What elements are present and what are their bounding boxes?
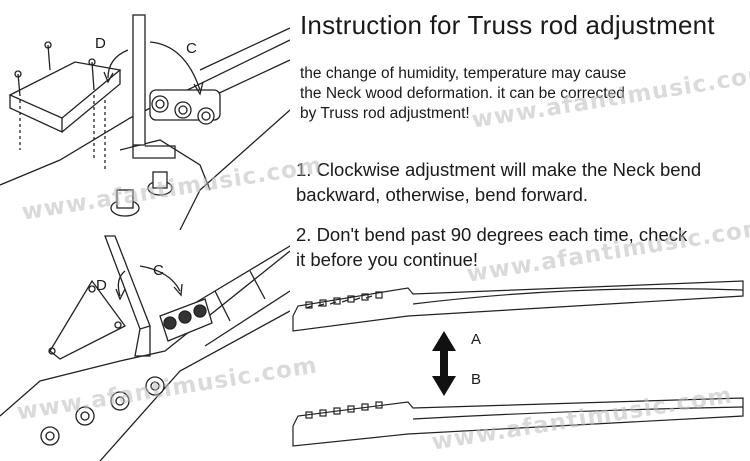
bend-arrow [432, 331, 456, 396]
label-a: A [471, 331, 482, 348]
step-2: 2. Don't bend past 90 degrees each time,… [296, 222, 746, 272]
label-c-top: C [186, 40, 197, 57]
page-title: Instruction for Truss rod adjustment [300, 10, 715, 40]
label-d-top: D [95, 35, 106, 52]
step-2-line-1: 2. Don't bend past 90 degrees each time,… [296, 224, 688, 245]
label-b: B [471, 371, 482, 388]
headstock-illustration-bottom [0, 235, 290, 461]
neck-bend-diagram [292, 280, 744, 447]
tuner-row-lower [305, 401, 383, 419]
neck-upper [292, 280, 744, 332]
intro-line: by Truss rod adjustment! [300, 105, 470, 122]
intro-text: the change of humidity, temperature may … [300, 64, 740, 124]
step-1-line-2: backward, otherwise, bend forward. [296, 184, 589, 205]
headstock-illustration-top [0, 14, 290, 230]
label-c-bottom: C [153, 262, 164, 279]
tuner-row-upper [305, 291, 383, 309]
intro-line: the Neck wood deformation. it can be cor… [300, 85, 625, 102]
intro-line: the change of humidity, temperature may … [300, 65, 627, 82]
label-d-bottom: D [96, 277, 107, 294]
step-1-line-1: 1. Clockwise adjustment will make the Ne… [296, 159, 702, 180]
step-1: 1. Clockwise adjustment will make the Ne… [296, 157, 746, 207]
step-2-line-2: it before you continue! [296, 249, 479, 270]
